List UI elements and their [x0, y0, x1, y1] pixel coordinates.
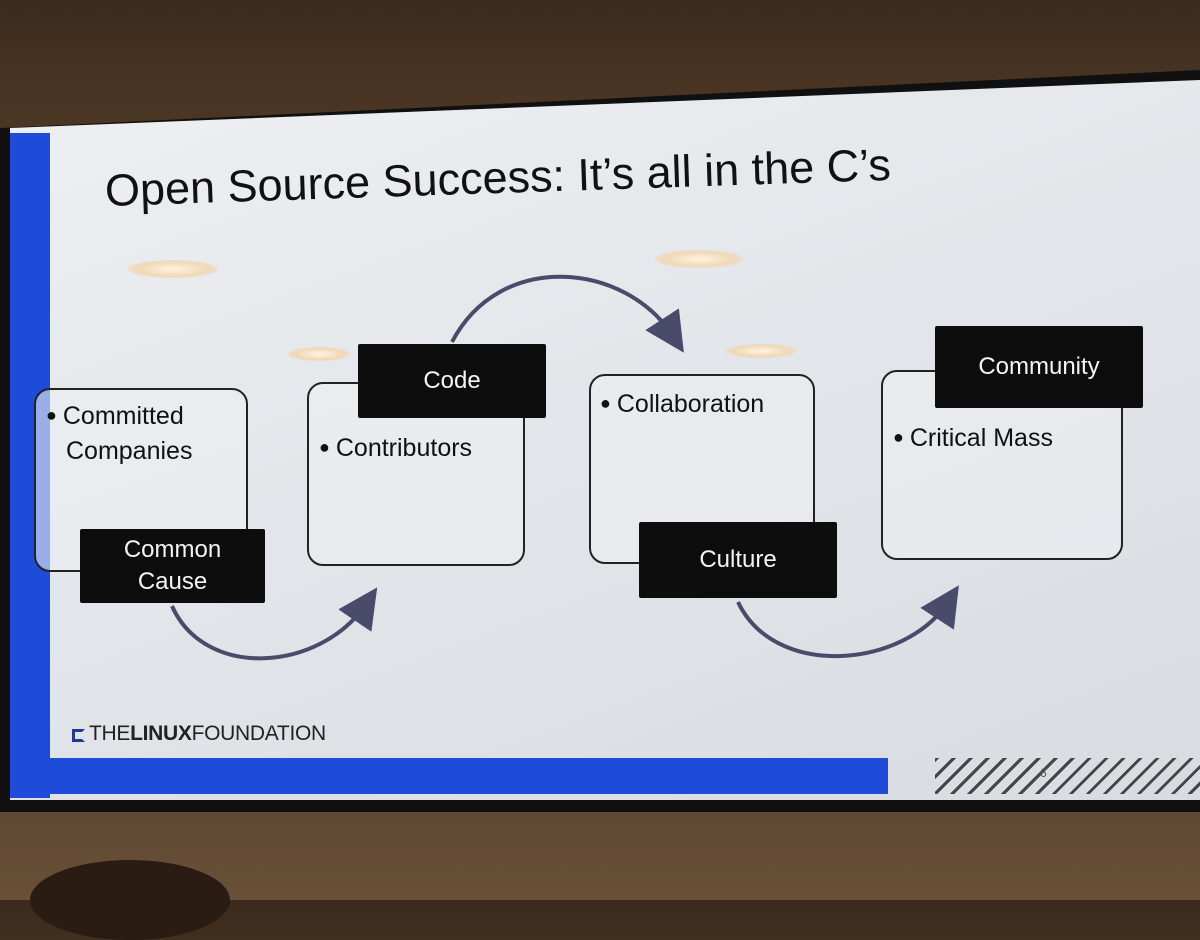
stage-tag-common-cause: Common Cause: [80, 529, 265, 603]
stage-tag-code: Code: [358, 344, 546, 418]
stage-bullet-critical-mass: ●Critical Mass: [893, 424, 1053, 452]
stage-bullet-contributors: ●Contributors: [319, 434, 473, 462]
stage-tag-culture: Culture: [639, 522, 837, 598]
slide-page-number: 6: [1040, 766, 1047, 780]
bullet-dot: ●: [893, 427, 904, 447]
ceiling-light-reflection: [655, 250, 743, 268]
slide-accent-bar-bottom: [50, 758, 888, 794]
ceiling-light-reflection: [288, 347, 350, 361]
arrow-culture-to-community: [736, 585, 959, 658]
stage-bullet-collaboration: ●Collaboration: [600, 390, 765, 418]
linux-foundation-logo-icon: [72, 729, 85, 742]
stage-tag-community: Community: [935, 326, 1143, 408]
flow-arrows: [170, 274, 959, 661]
arrow-code-to-culture: [450, 274, 684, 353]
stage-bullet-committed-companies: ●Committed Companies: [46, 402, 193, 465]
arrow-cause-to-code: [170, 587, 378, 661]
linux-foundation-logo: THELINUXFOUNDATION: [72, 722, 326, 746]
bullet-dot: ●: [600, 393, 611, 413]
audience-head-silhouette: [30, 860, 230, 940]
ceiling-light-reflection: [128, 260, 218, 278]
bullet-dot: ●: [46, 405, 57, 425]
ceiling-light-reflection: [726, 344, 796, 358]
slide-hatch-pattern: [935, 758, 1200, 794]
bullet-dot: ●: [319, 437, 330, 457]
